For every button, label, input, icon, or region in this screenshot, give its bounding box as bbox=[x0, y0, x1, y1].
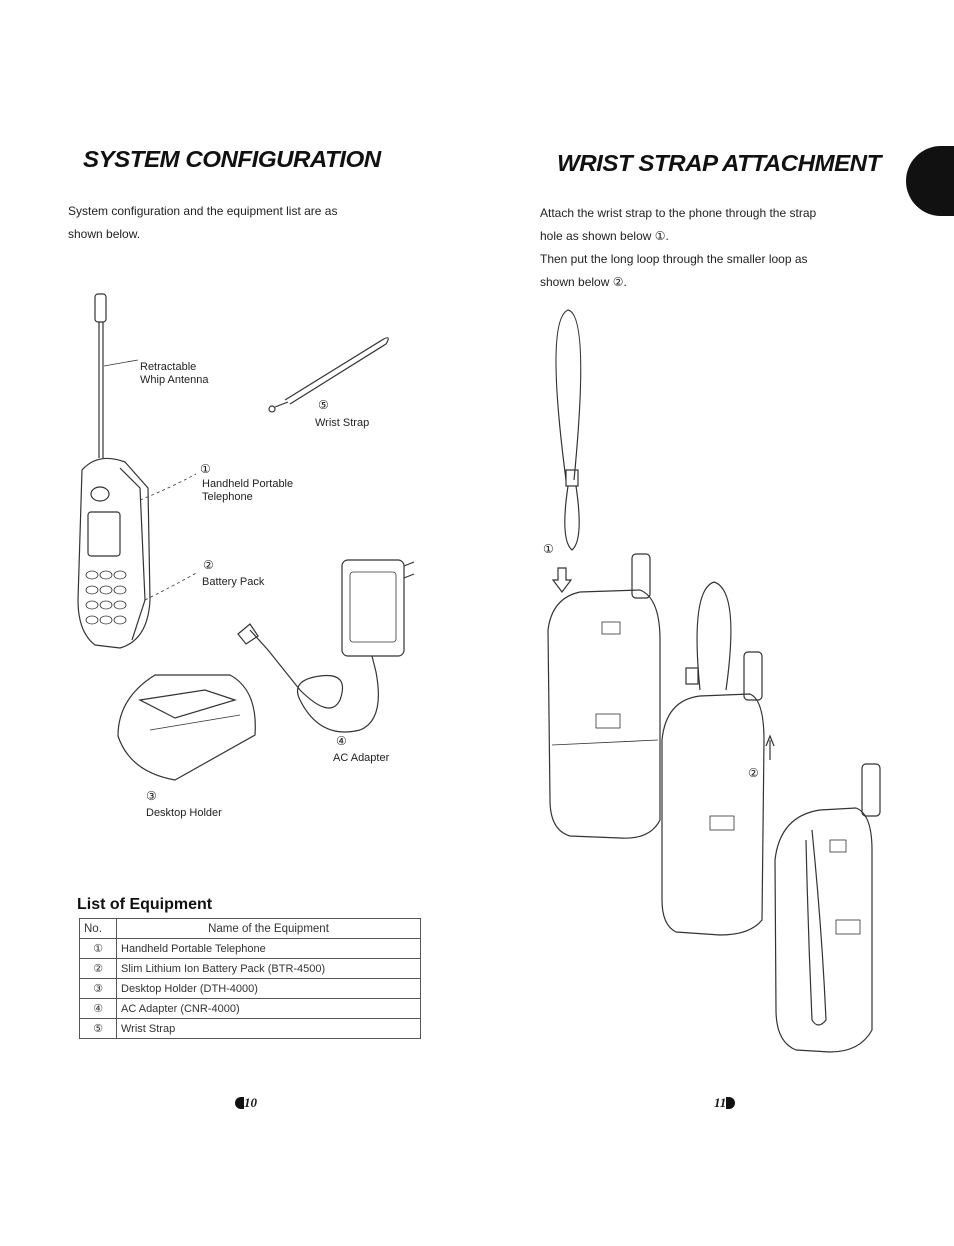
table-header-row: No. Name of the Equipment bbox=[79, 918, 421, 939]
phone-3-label bbox=[829, 839, 847, 853]
label-strap-number: ⑤ bbox=[318, 398, 329, 412]
label-holder-number: ③ bbox=[146, 789, 157, 803]
desktop-holder-cradle bbox=[138, 689, 237, 719]
step-1-marker: ① bbox=[543, 542, 554, 556]
instructions-text: Attach the wrist strap to the phone thro… bbox=[540, 202, 816, 294]
section-tab-marker bbox=[906, 146, 954, 216]
phone-3-antenna bbox=[861, 763, 881, 817]
phone-body bbox=[77, 457, 151, 649]
table-header-name: Name of the Equipment bbox=[116, 918, 421, 939]
equipment-table: No. Name of the Equipment ① Handheld Por… bbox=[79, 918, 421, 1039]
antenna-tip bbox=[94, 293, 107, 323]
phone-leader-line bbox=[139, 473, 197, 501]
strap-slider bbox=[565, 469, 579, 487]
ac-adapter-face bbox=[349, 571, 397, 643]
label-antenna: Retractable Whip Antenna bbox=[140, 361, 209, 386]
antenna-leader-line bbox=[103, 359, 139, 367]
step-2-marker: ② bbox=[748, 766, 759, 780]
phone-back-view-2 bbox=[661, 693, 765, 936]
phone-1-clip bbox=[595, 713, 621, 729]
table-row: ⑤ Wrist Strap bbox=[79, 1018, 421, 1039]
table-row: ① Handheld Portable Telephone bbox=[79, 938, 421, 959]
section-heading-system-configuration: SYSTEM CONFIGURATION bbox=[83, 146, 381, 172]
page-number-right: 11 bbox=[714, 1094, 736, 1112]
intro-text: System configuration and the equipment l… bbox=[68, 200, 337, 246]
label-wrist-strap: Wrist Strap bbox=[315, 417, 370, 429]
arrow-up-icon bbox=[765, 734, 775, 760]
phone-keypad bbox=[85, 570, 127, 625]
instruction-line: Then put the long loop through the small… bbox=[540, 252, 808, 266]
strap-long-loop bbox=[555, 309, 582, 481]
ac-adapter-plug bbox=[237, 623, 259, 645]
wrist-strap-loop bbox=[284, 337, 389, 405]
ac-adapter-prong bbox=[403, 561, 415, 567]
desktop-holder-edge bbox=[149, 714, 241, 731]
phone-1-seam bbox=[551, 739, 659, 746]
arrow-down-icon bbox=[551, 567, 573, 593]
phone-2-antenna bbox=[743, 651, 763, 701]
wrist-strap-cord bbox=[274, 401, 289, 408]
label-adapter-number: ④ bbox=[336, 734, 347, 748]
label-battery-number: ② bbox=[203, 558, 214, 572]
phone-back-view-1 bbox=[547, 589, 661, 839]
desktop-holder-body bbox=[117, 674, 256, 781]
label-battery-pack: Battery Pack bbox=[202, 576, 265, 588]
page-tab-icon bbox=[235, 1096, 244, 1109]
section-heading-wrist-strap: WRIST STRAP ATTACHMENT bbox=[557, 150, 881, 176]
phone-1-label bbox=[601, 621, 621, 635]
page-number-left: 10 bbox=[235, 1094, 257, 1112]
intro-line: shown below. bbox=[68, 227, 141, 241]
phone-1-antenna bbox=[631, 553, 651, 599]
phone-display bbox=[87, 511, 121, 557]
phone-3-clip bbox=[835, 919, 861, 935]
table-row: ④ AC Adapter (CNR-4000) bbox=[79, 998, 421, 1019]
list-of-equipment-title: List of Equipment bbox=[77, 896, 213, 913]
ac-adapter-cord bbox=[249, 629, 379, 733]
phone-3-strap bbox=[805, 829, 827, 1026]
ac-adapter-body bbox=[341, 559, 405, 657]
phone-2-strap-loop bbox=[696, 581, 732, 691]
wrist-strap-clip bbox=[268, 405, 276, 413]
label-phone-number: ① bbox=[200, 462, 211, 476]
intro-line: System configuration and the equipment l… bbox=[68, 204, 338, 218]
instruction-line: shown below ②. bbox=[540, 275, 627, 289]
instruction-line: Attach the wrist strap to the phone thro… bbox=[540, 206, 817, 220]
instruction-line: hole as shown below ①. bbox=[540, 229, 669, 243]
ac-adapter-prong bbox=[403, 573, 415, 579]
phone-2-strap-slider bbox=[685, 667, 699, 685]
label-desktop-holder: Desktop Holder bbox=[146, 807, 222, 819]
phone-back-view-3 bbox=[774, 807, 873, 1053]
phone-earpiece bbox=[90, 486, 110, 502]
strap-small-loop bbox=[564, 485, 580, 551]
label-handheld-phone: Handheld Portable Telephone bbox=[202, 478, 294, 503]
phone-2-clip bbox=[709, 815, 735, 831]
phone-side bbox=[119, 467, 146, 641]
label-ac-adapter: AC Adapter bbox=[333, 752, 390, 764]
page-tab-icon bbox=[726, 1096, 736, 1109]
battery-leader-line bbox=[144, 571, 199, 601]
